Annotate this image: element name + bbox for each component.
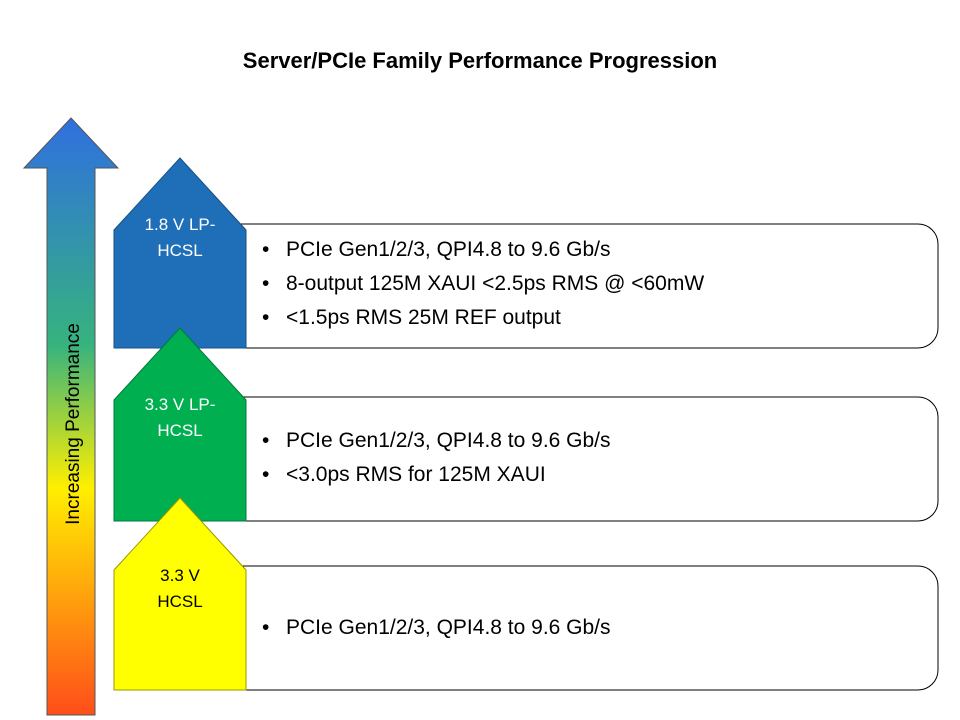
bullet-item: PCIe Gen1/2/3, QPI4.8 to 9.6 Gb/s	[262, 424, 611, 458]
bullet-item: 8-output 125M XAUI <2.5ps RMS @ <60mW	[262, 267, 704, 301]
performance-arrow	[22, 117, 120, 716]
tier-2-chevron	[113, 327, 247, 522]
tier-3-bullets: PCIe Gen1/2/3, QPI4.8 to 9.6 Gb/s	[262, 611, 611, 645]
bullet-item: <1.5ps RMS 25M REF output	[262, 301, 704, 335]
tier-1-chevron	[113, 157, 247, 349]
tier-1-bullets: PCIe Gen1/2/3, QPI4.8 to 9.6 Gb/s 8-outp…	[262, 233, 704, 335]
tier-3-chevron	[113, 497, 247, 691]
tier-2-bullets: PCIe Gen1/2/3, QPI4.8 to 9.6 Gb/s <3.0ps…	[262, 424, 611, 492]
tier-1-label: 1.8 V LP-HCSL	[144, 215, 216, 260]
performance-axis-label: Increasing Performance	[63, 323, 84, 525]
diagram-title: Server/PCIe Family Performance Progressi…	[242, 48, 718, 73]
bullet-item: PCIe Gen1/2/3, QPI4.8 to 9.6 Gb/s	[262, 611, 611, 645]
bullet-item: <3.0ps RMS for 125M XAUI	[262, 458, 611, 492]
bullet-item: PCIe Gen1/2/3, QPI4.8 to 9.6 Gb/s	[262, 233, 704, 267]
tier-2-label: 3.3 V LP-HCSL	[144, 395, 216, 440]
